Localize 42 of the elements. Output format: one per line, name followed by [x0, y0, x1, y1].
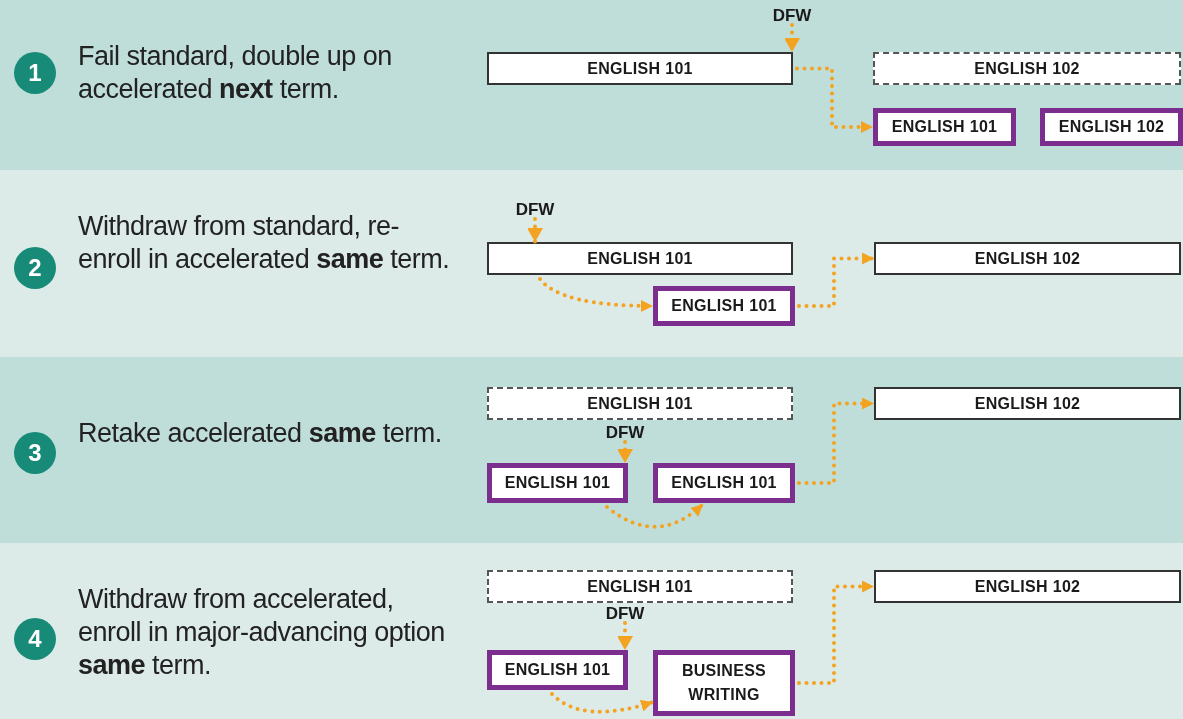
arrow: [797, 397, 876, 485]
course-box: BUSINESS WRITING: [653, 650, 795, 716]
arrow: [538, 277, 655, 312]
description-text: Withdraw from standard, re-enroll in accelerated same term.: [78, 210, 451, 276]
step-number: 3: [14, 432, 56, 474]
pointer-arrow: [617, 440, 633, 465]
description-text: Withdraw from accelerated, enroll in major-advancing option same term.: [78, 583, 446, 682]
row-band: [0, 0, 1183, 170]
marker-label: DFW: [603, 604, 647, 624]
arrow: [795, 66, 875, 133]
course-box: ENGLISH 101: [487, 387, 793, 420]
description-text: Retake accelerated same term.: [78, 417, 443, 450]
course-box: ENGLISH 102: [874, 387, 1181, 420]
row-band: [0, 357, 1183, 543]
course-box: ENGLISH 101: [653, 463, 795, 503]
marker-label: DFW: [513, 200, 557, 220]
course-box: ENGLISH 102: [874, 570, 1181, 603]
step-number: 4: [14, 618, 56, 660]
course-box: ENGLISH 101: [873, 108, 1016, 146]
arrow: [797, 252, 876, 308]
pointer-arrow: [784, 23, 800, 54]
row-band: [0, 543, 1183, 719]
arrow: [605, 502, 705, 529]
marker-label: DFW: [770, 6, 814, 26]
course-box: ENGLISH 101: [487, 463, 628, 503]
pointer-arrow: [527, 217, 543, 244]
course-box: ENGLISH 101: [487, 242, 793, 275]
pointer-arrow: [617, 621, 633, 652]
description-text: Fail standard, double up on accelerated next term.: [78, 40, 393, 106]
course-box: ENGLISH 101: [653, 286, 795, 326]
arrow: [797, 580, 876, 685]
course-box: ENGLISH 102: [874, 242, 1181, 275]
step-number: 1: [14, 52, 56, 94]
course-box: ENGLISH 101: [487, 52, 793, 85]
course-box: ENGLISH 101: [487, 570, 793, 603]
arrow: [550, 692, 655, 714]
row-band: [0, 170, 1183, 357]
step-number: 2: [14, 247, 56, 289]
course-box: ENGLISH 101: [487, 650, 628, 690]
course-box: ENGLISH 102: [1040, 108, 1183, 146]
marker-label: DFW: [603, 423, 647, 443]
course-box: ENGLISH 102: [873, 52, 1181, 85]
